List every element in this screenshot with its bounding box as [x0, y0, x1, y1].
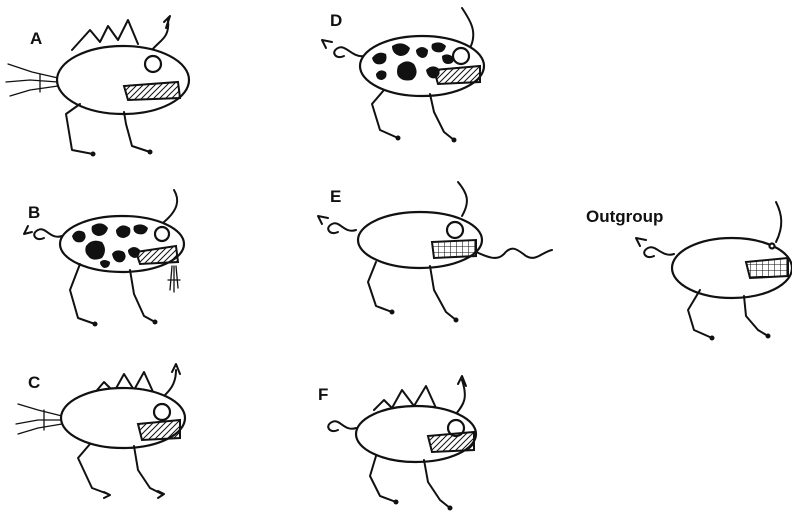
- leg-front: [130, 270, 155, 322]
- curly-tail: [328, 421, 356, 431]
- antenna: [458, 182, 467, 216]
- tail-tuft: [16, 404, 62, 434]
- leg-back: [688, 290, 712, 338]
- leg-front: [124, 112, 150, 152]
- creature-f: F: [318, 376, 476, 511]
- creature-d: D: [322, 8, 484, 143]
- body: [57, 46, 189, 114]
- leg-back: [66, 104, 93, 154]
- jagged-teeth: [434, 66, 480, 84]
- eye: [145, 56, 161, 72]
- leg-front: [134, 446, 162, 494]
- leg-back: [368, 262, 392, 312]
- leg-front: [430, 94, 454, 140]
- grid-teeth: [746, 258, 788, 278]
- antenna: [152, 16, 170, 50]
- creature-a: A: [6, 16, 189, 157]
- creature-outgroup: Outgroup: [586, 202, 792, 341]
- eye: [447, 222, 463, 238]
- antenna: [462, 8, 473, 48]
- curly-tail: [24, 226, 62, 239]
- antenna: [456, 376, 466, 414]
- curly-tail: [322, 40, 364, 57]
- grid-teeth: [432, 240, 476, 258]
- leg-front: [744, 296, 768, 336]
- creature-e: E: [318, 182, 552, 323]
- label-f: F: [318, 385, 328, 404]
- eye: [453, 48, 469, 64]
- leg-back: [78, 444, 108, 494]
- curly-tail: [636, 238, 674, 257]
- tail-tuft: [6, 64, 58, 96]
- leg-back: [70, 264, 95, 324]
- curly-tail: [318, 216, 356, 233]
- body: [360, 36, 484, 96]
- eye: [155, 227, 169, 241]
- leg-front: [430, 266, 456, 320]
- jagged-teeth: [124, 82, 180, 100]
- creature-c: C: [16, 364, 185, 498]
- eye: [154, 404, 170, 420]
- leg-front: [424, 460, 450, 508]
- leg-back: [372, 90, 398, 138]
- antenna: [776, 202, 781, 242]
- label-c: C: [28, 373, 40, 392]
- label-outgroup: Outgroup: [586, 207, 663, 226]
- antenna: [164, 190, 177, 222]
- chin-tuft: [168, 266, 180, 292]
- label-a: A: [30, 29, 42, 48]
- label-e: E: [330, 187, 341, 206]
- label-b: B: [28, 203, 40, 222]
- jagged-teeth: [138, 420, 180, 440]
- creature-b: B: [24, 190, 184, 327]
- label-d: D: [330, 11, 342, 30]
- long-whisker: [476, 249, 552, 258]
- leg-back: [370, 456, 396, 502]
- eye: [770, 244, 775, 249]
- jagged-teeth: [428, 432, 474, 452]
